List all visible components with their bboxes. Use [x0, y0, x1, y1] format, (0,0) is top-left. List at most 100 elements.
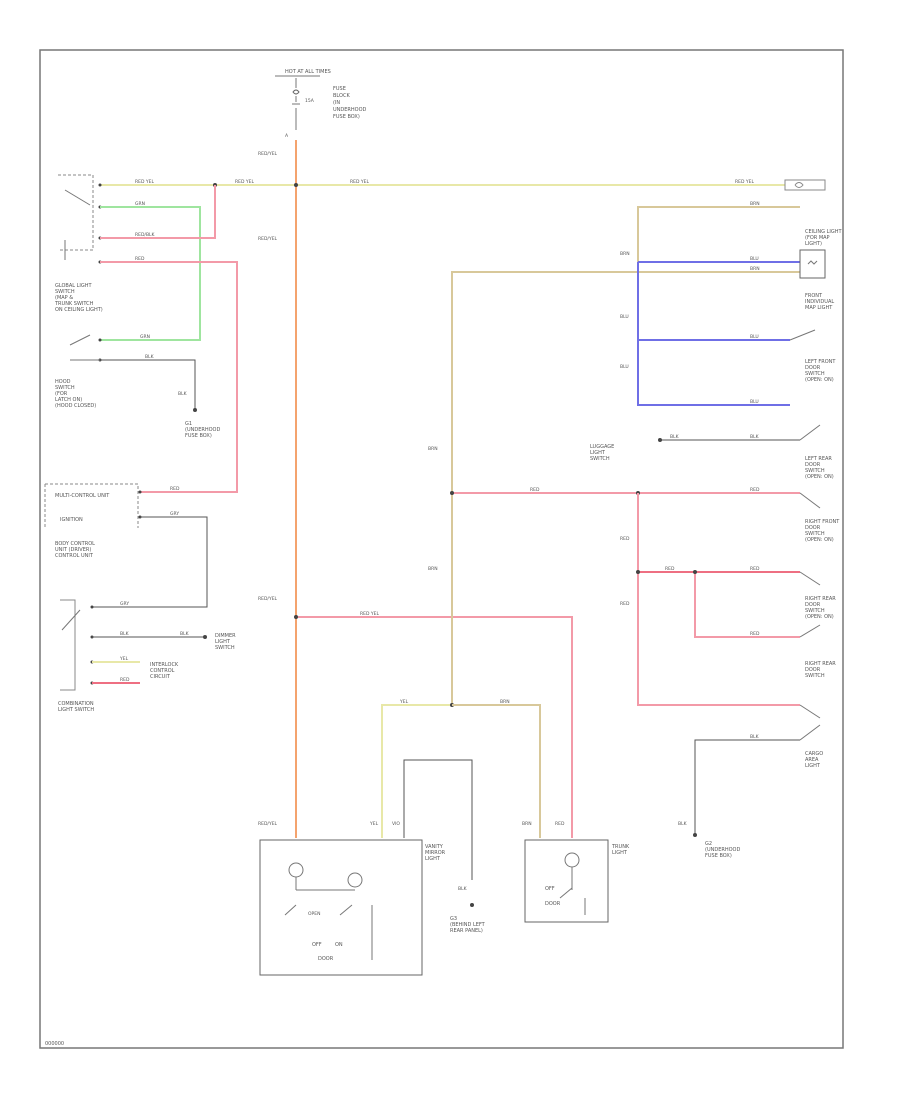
- svg-text:YEL: YEL: [399, 699, 409, 705]
- svg-text:RED: RED: [750, 566, 760, 572]
- svg-text:BRN: BRN: [750, 266, 760, 272]
- svg-text:RED/YEL: RED/YEL: [258, 821, 278, 827]
- svg-text:FRONT: FRONT: [805, 293, 823, 299]
- wire-blk-ground-g1: [100, 359, 196, 410]
- wire-red-yel-branch: [296, 616, 573, 838]
- svg-text:HOOD: HOOD: [55, 379, 71, 385]
- svg-text:RIGHT REAR: RIGHT REAR: [805, 596, 836, 602]
- svg-text:(IN: (IN: [333, 100, 340, 106]
- svg-text:CONTROL: CONTROL: [150, 668, 175, 674]
- svg-text:LIGHT: LIGHT: [805, 763, 821, 769]
- svg-text:GRY: GRY: [170, 511, 179, 517]
- svg-text:LIGHT: LIGHT: [215, 639, 231, 645]
- svg-text:FUSE BOX): FUSE BOX): [333, 114, 360, 120]
- wire-yel-low: [381, 704, 452, 838]
- door-switch-left-front: LEFT FRONT DOOR SWITCH (OPEN: ON): [789, 329, 836, 383]
- svg-text:G1: G1: [185, 421, 192, 427]
- svg-text:DOOR: DOOR: [805, 667, 821, 673]
- svg-text:RED/YEL: RED/YEL: [258, 596, 278, 602]
- svg-text:(FOR MAP: (FOR MAP: [805, 235, 830, 241]
- svg-text:(MAP &: (MAP &: [55, 295, 73, 301]
- wire-vio: [403, 759, 473, 880]
- svg-text:BLK: BLK: [670, 434, 680, 440]
- fuse-icon: [292, 89, 300, 95]
- svg-text:A: A: [285, 133, 289, 139]
- svg-text:REAR PANEL): REAR PANEL): [450, 928, 483, 934]
- svg-text:SWITCH: SWITCH: [805, 608, 825, 614]
- svg-text:LIGHT: LIGHT: [425, 856, 441, 862]
- svg-text:RED: RED: [120, 677, 130, 683]
- svg-text:SWITCH: SWITCH: [805, 468, 825, 474]
- svg-text:INTERLOCK: INTERLOCK: [150, 662, 179, 668]
- wire-blk-ground-g2: [694, 739, 800, 835]
- svg-text:SWITCH: SWITCH: [805, 673, 825, 679]
- svg-text:BLU: BLU: [620, 314, 629, 320]
- svg-text:LUGGAGE: LUGGAGE: [590, 444, 614, 450]
- svg-text:CEILING LIGHT: CEILING LIGHT: [805, 229, 842, 235]
- svg-text:OFF: OFF: [312, 942, 322, 948]
- svg-text:(OPEN: ON): (OPEN: ON): [805, 377, 834, 383]
- svg-text:BLK: BLK: [458, 886, 468, 892]
- svg-text:BLK: BLK: [145, 354, 155, 360]
- svg-text:CIRCUIT: CIRCUIT: [150, 674, 171, 680]
- svg-text:RIGHT REAR: RIGHT REAR: [805, 661, 836, 667]
- svg-text:GRY: GRY: [120, 601, 129, 607]
- svg-text:LEFT FRONT: LEFT FRONT: [805, 359, 836, 365]
- wire-gry: [92, 516, 208, 608]
- svg-text:RED: RED: [135, 256, 145, 262]
- svg-text:BRN: BRN: [500, 699, 510, 705]
- svg-text:YEL: YEL: [119, 656, 129, 662]
- svg-text:UNIT (DRIVER): UNIT (DRIVER): [55, 547, 91, 553]
- svg-text:IGNITION: IGNITION: [60, 517, 83, 523]
- svg-text:LIGHT: LIGHT: [612, 850, 628, 856]
- svg-text:DOOR: DOOR: [805, 602, 821, 608]
- svg-text:TRUNK: TRUNK: [611, 844, 630, 850]
- svg-text:SWITCH: SWITCH: [805, 371, 825, 377]
- svg-text:OFF: OFF: [545, 886, 555, 892]
- svg-text:BLU: BLU: [750, 256, 759, 262]
- svg-text:BLK: BLK: [178, 391, 188, 397]
- diagram-frame: [39, 49, 844, 1049]
- svg-text:RED: RED: [620, 601, 630, 607]
- svg-text:DOOR: DOOR: [805, 525, 821, 531]
- svg-text:SWITCH: SWITCH: [55, 385, 75, 391]
- svg-text:BLK: BLK: [750, 434, 760, 440]
- svg-text:FUSE: FUSE: [333, 86, 346, 92]
- svg-text:G3: G3: [450, 916, 457, 922]
- svg-text:RED: RED: [170, 486, 180, 492]
- svg-text:CONTROL UNIT: CONTROL UNIT: [55, 553, 94, 559]
- svg-text:RED: RED: [750, 631, 760, 637]
- svg-text:INDIVIDUAL: INDIVIDUAL: [805, 299, 834, 305]
- svg-text:G2: G2: [705, 841, 712, 847]
- svg-text:RED/BLK: RED/BLK: [135, 232, 156, 238]
- svg-text:(OPEN: ON): (OPEN: ON): [805, 614, 834, 620]
- svg-text:GLOBAL LIGHT: GLOBAL LIGHT: [55, 283, 93, 289]
- svg-text:FUSE BOX): FUSE BOX): [185, 433, 212, 439]
- svg-text:RED: RED: [555, 821, 565, 827]
- svg-text:LATCH ON): LATCH ON): [55, 397, 82, 403]
- multi-control-unit: MULTI-CONTROL UNIT IGNITION BODY CONTROL…: [44, 483, 142, 559]
- svg-text:RED/YEL: RED/YEL: [258, 236, 278, 242]
- svg-text:YEL: YEL: [369, 821, 379, 827]
- svg-text:LEFT REAR: LEFT REAR: [805, 456, 832, 462]
- svg-text:BLU: BLU: [750, 399, 759, 405]
- svg-text:MIRROR: MIRROR: [425, 850, 446, 856]
- svg-text:DOOR: DOOR: [805, 365, 821, 371]
- fuse-size: 15A: [305, 98, 315, 104]
- fuse-box-label: HOT AT ALL TIMES: [285, 69, 331, 75]
- svg-text:SWITCH: SWITCH: [590, 456, 610, 462]
- svg-text:GRN: GRN: [135, 201, 145, 207]
- svg-text:BLK: BLK: [750, 734, 760, 740]
- svg-text:BODY CONTROL: BODY CONTROL: [55, 541, 95, 547]
- svg-text:COMBINATION: COMBINATION: [58, 701, 94, 707]
- cargo-light-connector: [784, 179, 826, 191]
- svg-text:AREA: AREA: [805, 757, 819, 763]
- svg-text:RED YEL: RED YEL: [135, 179, 154, 185]
- svg-text:BLU: BLU: [750, 334, 759, 340]
- wire-brn-low: [452, 704, 541, 838]
- hood-switch: HOOD SWITCH (FOR LATCH ON) (HOOD CLOSED): [55, 334, 102, 409]
- svg-text:CARGO: CARGO: [805, 751, 823, 757]
- svg-text:LIGHT): LIGHT): [805, 241, 822, 247]
- svg-text:RED YEL: RED YEL: [350, 179, 369, 185]
